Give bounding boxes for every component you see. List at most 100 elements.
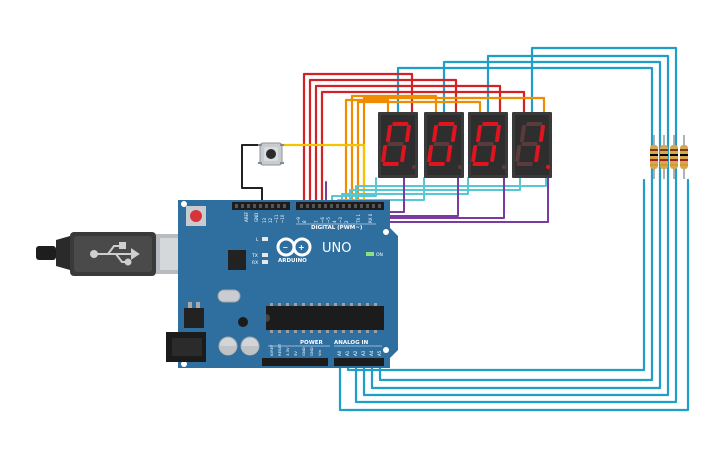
wire-orange-2[interactable] — [350, 94, 438, 207]
segment-c — [534, 145, 541, 162]
wire-teal-5[interactable] — [355, 177, 547, 206]
model-label: UNO — [322, 241, 351, 256]
mount-hole — [383, 229, 389, 235]
segment-d — [472, 162, 489, 166]
decimal-point — [501, 164, 507, 170]
voltage-regulator — [184, 308, 204, 328]
segment-g — [387, 142, 404, 146]
analog-pin-label: A2 — [353, 350, 358, 356]
segment-a — [526, 122, 543, 126]
wire-red-4[interactable] — [320, 90, 526, 207]
analog-pin-label: A3 — [361, 350, 366, 356]
wire-blue-4[interactable] — [354, 46, 678, 404]
analog-pin-label: A4 — [369, 350, 374, 356]
seven-segment-display[interactable]: 0 — [268, 0, 508, 178]
power-pin-label: GND — [309, 347, 314, 356]
on-label: ON — [376, 252, 383, 258]
segment-a — [392, 122, 409, 126]
power-label: POWER — [300, 340, 324, 346]
digital-pin-label: ~9 — [296, 217, 301, 223]
resistor[interactable] — [660, 135, 668, 179]
crystal — [217, 289, 241, 303]
segment-d — [516, 162, 533, 166]
brand-label: ARDUINO — [278, 258, 307, 264]
seven-segment-display[interactable]: 1 — [312, 0, 552, 178]
capacitor — [240, 336, 260, 356]
digital-pin-label: 7 — [314, 220, 319, 223]
decimal-point — [411, 164, 417, 170]
segment-e — [381, 145, 388, 162]
decimal-point — [545, 164, 551, 170]
push-button[interactable] — [258, 142, 284, 166]
wire-orange-3[interactable] — [356, 100, 482, 207]
segment-a — [438, 122, 455, 126]
resistor[interactable] — [650, 135, 658, 179]
button-cap-icon — [266, 149, 276, 159]
segment-e — [515, 145, 522, 162]
wire-red-2[interactable] — [308, 78, 458, 207]
seven-segment-display[interactable]: 0 — [224, 0, 464, 178]
segment-c — [446, 145, 453, 162]
wire-blue-2[interactable] — [370, 60, 662, 390]
power-pin-label: 5V — [293, 351, 298, 356]
segment-b — [494, 125, 501, 142]
analog-pin-label: A1 — [345, 350, 350, 356]
segment-g — [477, 142, 494, 146]
seven-segment-display-group: 0001 — [178, 0, 552, 178]
mount-hole — [181, 201, 187, 207]
reset-button[interactable] — [186, 206, 206, 226]
segment-f — [519, 125, 526, 142]
seven-segment-display[interactable]: 0 — [178, 0, 418, 178]
svg-text:−: − — [283, 244, 289, 252]
wire-orange-1[interactable] — [344, 98, 390, 207]
resistor[interactable] — [680, 135, 688, 179]
digital-pin-label: 8 — [302, 220, 307, 223]
wire-black-button-gnd[interactable] — [241, 144, 263, 206]
segment-d — [428, 162, 445, 166]
digital-pin-label: ~3 — [338, 217, 343, 223]
digital-pin-label: ~11 — [274, 214, 279, 223]
segment-c — [400, 145, 407, 162]
analog-pin-label: A5 — [377, 350, 382, 356]
digital-pin-label: ~5 — [326, 217, 331, 223]
gnd-label: GND — [254, 213, 259, 222]
digital-pin-label: RX 0 — [368, 213, 373, 223]
segment-b — [450, 125, 457, 142]
power-pin-label: Vin — [317, 349, 322, 356]
wire-teal-4[interactable] — [349, 177, 521, 206]
power-pin-label: RESET — [277, 343, 282, 356]
l-label: L — [256, 237, 259, 243]
rx-label: RX — [252, 260, 258, 266]
digital-pin-label: 4 — [332, 220, 337, 223]
wire-blue-3[interactable] — [362, 54, 670, 397]
decimal-point — [457, 164, 463, 170]
segment-g — [433, 142, 450, 146]
svg-text:+: + — [298, 243, 305, 252]
segment-f — [431, 125, 438, 142]
digital-pin-label: ~10 — [280, 214, 285, 223]
usb-chip — [228, 250, 246, 270]
wire-blue-1[interactable] — [378, 66, 654, 382]
wire-blue-6[interactable] — [338, 178, 690, 412]
segment-d — [382, 162, 399, 166]
segment-c — [490, 145, 497, 162]
segment-e — [427, 145, 434, 162]
capacitor — [218, 336, 238, 356]
segment-a — [482, 122, 499, 126]
segment-g — [521, 142, 538, 146]
digital-pin-label: TX 1 — [356, 214, 361, 224]
resistor[interactable] — [670, 135, 678, 179]
power-pin-label: GND — [301, 347, 306, 356]
mount-hole — [383, 347, 389, 353]
analog-pin-label: A0 — [337, 350, 342, 356]
digital-pin-label: 13 — [262, 217, 267, 223]
atmega-chip — [266, 303, 384, 333]
power-header — [262, 358, 384, 366]
digital-label: DIGITAL (PWM~) — [311, 225, 363, 231]
digital-pin-label: 2 — [344, 220, 349, 223]
